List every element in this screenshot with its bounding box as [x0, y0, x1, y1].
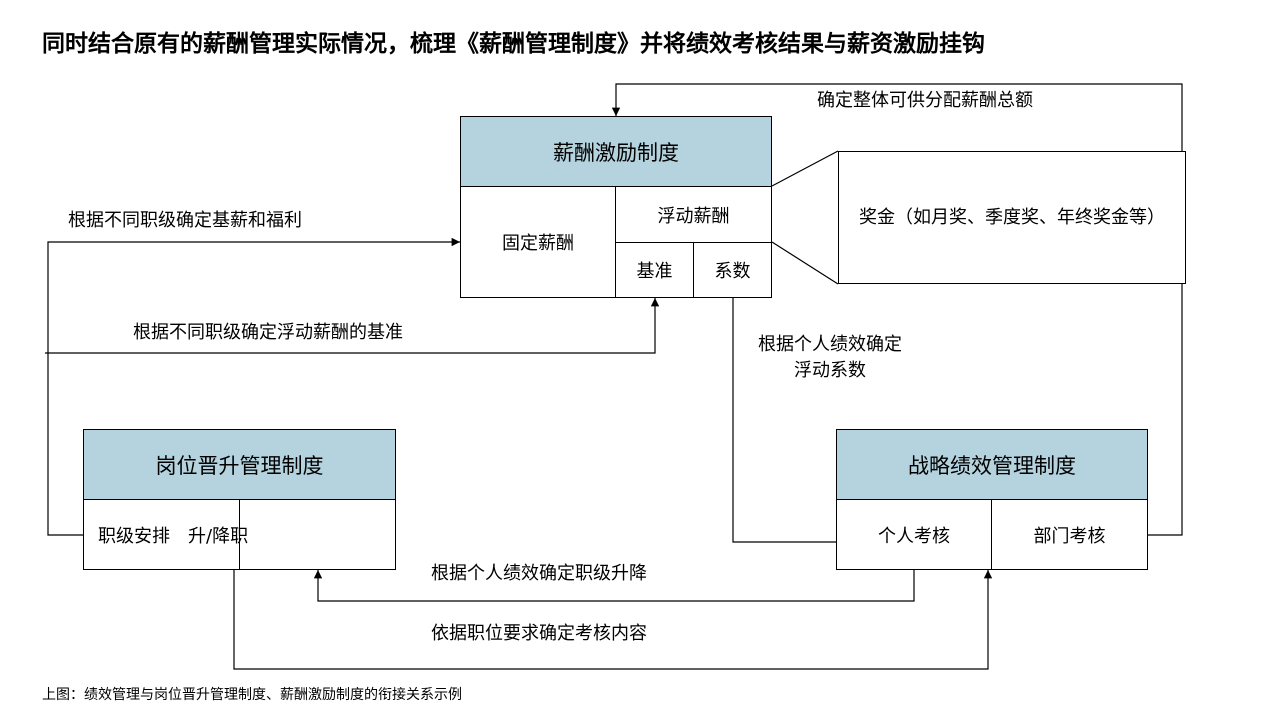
performance-system-title: 战略绩效管理制度	[908, 453, 1076, 478]
arrow-float-base	[45, 298, 660, 354]
grade-arrangement-label: 职级安排 升/降职	[98, 525, 249, 547]
performance-system-box: 战略绩效管理制度 个人考核 部门考核	[836, 429, 1148, 570]
fixed-salary-cell: 固定薪酬	[461, 187, 616, 297]
salary-system-box: 薪酬激励制度 固定薪酬 浮动薪酬 基准 系数	[460, 116, 772, 298]
label-float-coef: 根据个人绩效确定 浮动系数	[740, 332, 920, 384]
promotion-system-title: 岗位晋升管理制度	[155, 453, 324, 478]
label-float-coef-line2: 浮动系数	[794, 360, 866, 381]
salary-system-title: 薪酬激励制度	[553, 140, 679, 165]
bonus-callout-text: 奖金（如月奖、季度奖、年终奖金等）	[859, 206, 1165, 228]
grade-arrangement-cell: 职级安排 升/降职	[84, 500, 248, 569]
arrow-assess-content	[233, 570, 993, 670]
promotion-system-header: 岗位晋升管理制度	[84, 430, 395, 500]
bonus-callout: 奖金（如月奖、季度奖、年终奖金等）	[838, 151, 1186, 284]
label-float-base: 根据不同职级确定浮动薪酬的基准	[133, 322, 403, 343]
coefficient-label: 系数	[714, 261, 751, 282]
personal-assessment-cell: 个人考核	[837, 500, 992, 569]
floating-salary-cell: 浮动薪酬	[616, 187, 771, 243]
arrow-base-salary	[47, 237, 460, 536]
label-assess-content: 依据职位要求确定考核内容	[431, 623, 647, 644]
department-assessment-label: 部门考核	[1033, 525, 1106, 547]
page-title: 同时结合原有的薪酬管理实际情况，梳理《薪酬管理制度》并将绩效考核结果与薪资激励挂…	[42, 31, 985, 57]
personal-assessment-label: 个人考核	[878, 525, 950, 547]
label-grade-change: 根据个人绩效确定职级升降	[431, 563, 647, 584]
coefficient-cell: 系数	[694, 243, 771, 297]
fixed-salary-label: 固定薪酬	[502, 233, 574, 254]
arrow-float-coef	[728, 288, 836, 543]
label-base-salary: 根据不同职级确定基薪和福利	[68, 210, 302, 231]
base-label: 基准	[636, 261, 673, 282]
arrow-grade-change	[313, 570, 915, 602]
label-total-amount: 确定整体可供分配薪酬总额	[817, 90, 1033, 111]
arrow-total-amount	[611, 83, 1183, 536]
floating-salary-label: 浮动薪酬	[657, 205, 730, 227]
salary-system-header: 薪酬激励制度	[461, 117, 771, 187]
callout-line-bottom	[771, 241, 839, 285]
figure-caption: 上图：绩效管理与岗位晋升管理制度、薪酬激励制度的衔接关系示例	[42, 687, 462, 703]
label-float-coef-line1: 根据个人绩效确定	[758, 334, 902, 355]
performance-system-header: 战略绩效管理制度	[837, 430, 1147, 500]
callout-line-top	[771, 150, 839, 187]
promotion-system-box: 岗位晋升管理制度 职级安排 升/降职	[83, 429, 396, 570]
base-cell: 基准	[616, 243, 694, 297]
department-assessment-cell: 部门考核	[992, 500, 1147, 569]
